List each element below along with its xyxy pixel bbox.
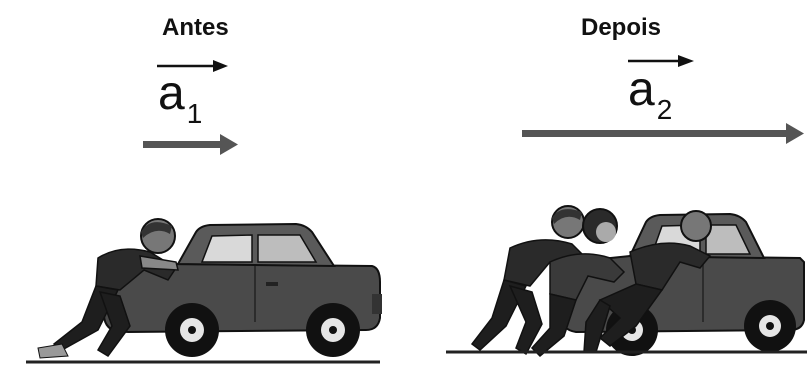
accel-symbol-before: a xyxy=(158,67,185,120)
before-diagram xyxy=(0,0,400,371)
accel-subscript-after: 2 xyxy=(657,94,673,125)
acceleration-arrow-after xyxy=(522,123,804,144)
accel-symbol-after: a xyxy=(628,63,655,116)
panel-before: Antes xyxy=(0,0,400,371)
accel-subscript-before: 1 xyxy=(187,98,203,129)
after-diagram xyxy=(400,0,807,371)
accel-label-after: a2 xyxy=(628,66,672,114)
accel-label-before: a1 xyxy=(158,70,202,118)
panel-after: Depois xyxy=(400,0,807,371)
acceleration-arrow-before xyxy=(143,134,238,155)
